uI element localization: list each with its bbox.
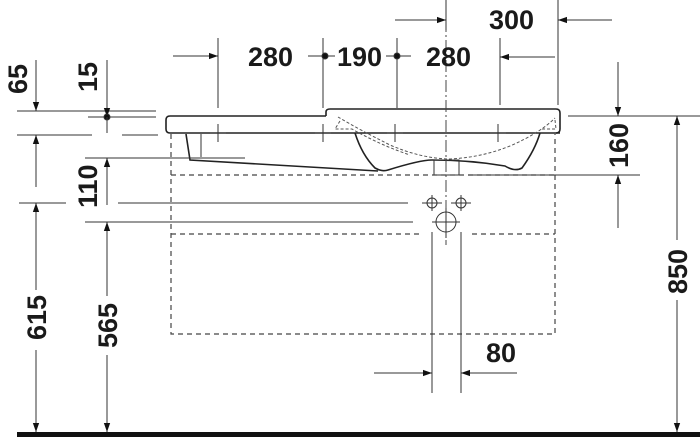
dimension-arrows (32, 16, 681, 432)
dim-label-280-left: 280 (248, 42, 293, 72)
washbasin-outline (165, 108, 561, 176)
floor-line (17, 432, 700, 437)
dim-label-280-right: 280 (426, 42, 471, 72)
dim-label-80: 80 (486, 338, 516, 368)
dim-label-190: 190 (337, 42, 382, 72)
dim-label-160: 160 (604, 123, 634, 168)
dim-label-15: 15 (73, 62, 103, 92)
dim-label-300: 300 (489, 5, 534, 35)
dim-label-615: 615 (22, 295, 52, 340)
dim-label-850: 850 (663, 249, 693, 294)
dim-label-565: 565 (93, 303, 123, 348)
connections (422, 195, 471, 238)
dim-label-110: 110 (73, 164, 103, 208)
dim-label-65: 65 (3, 64, 33, 94)
